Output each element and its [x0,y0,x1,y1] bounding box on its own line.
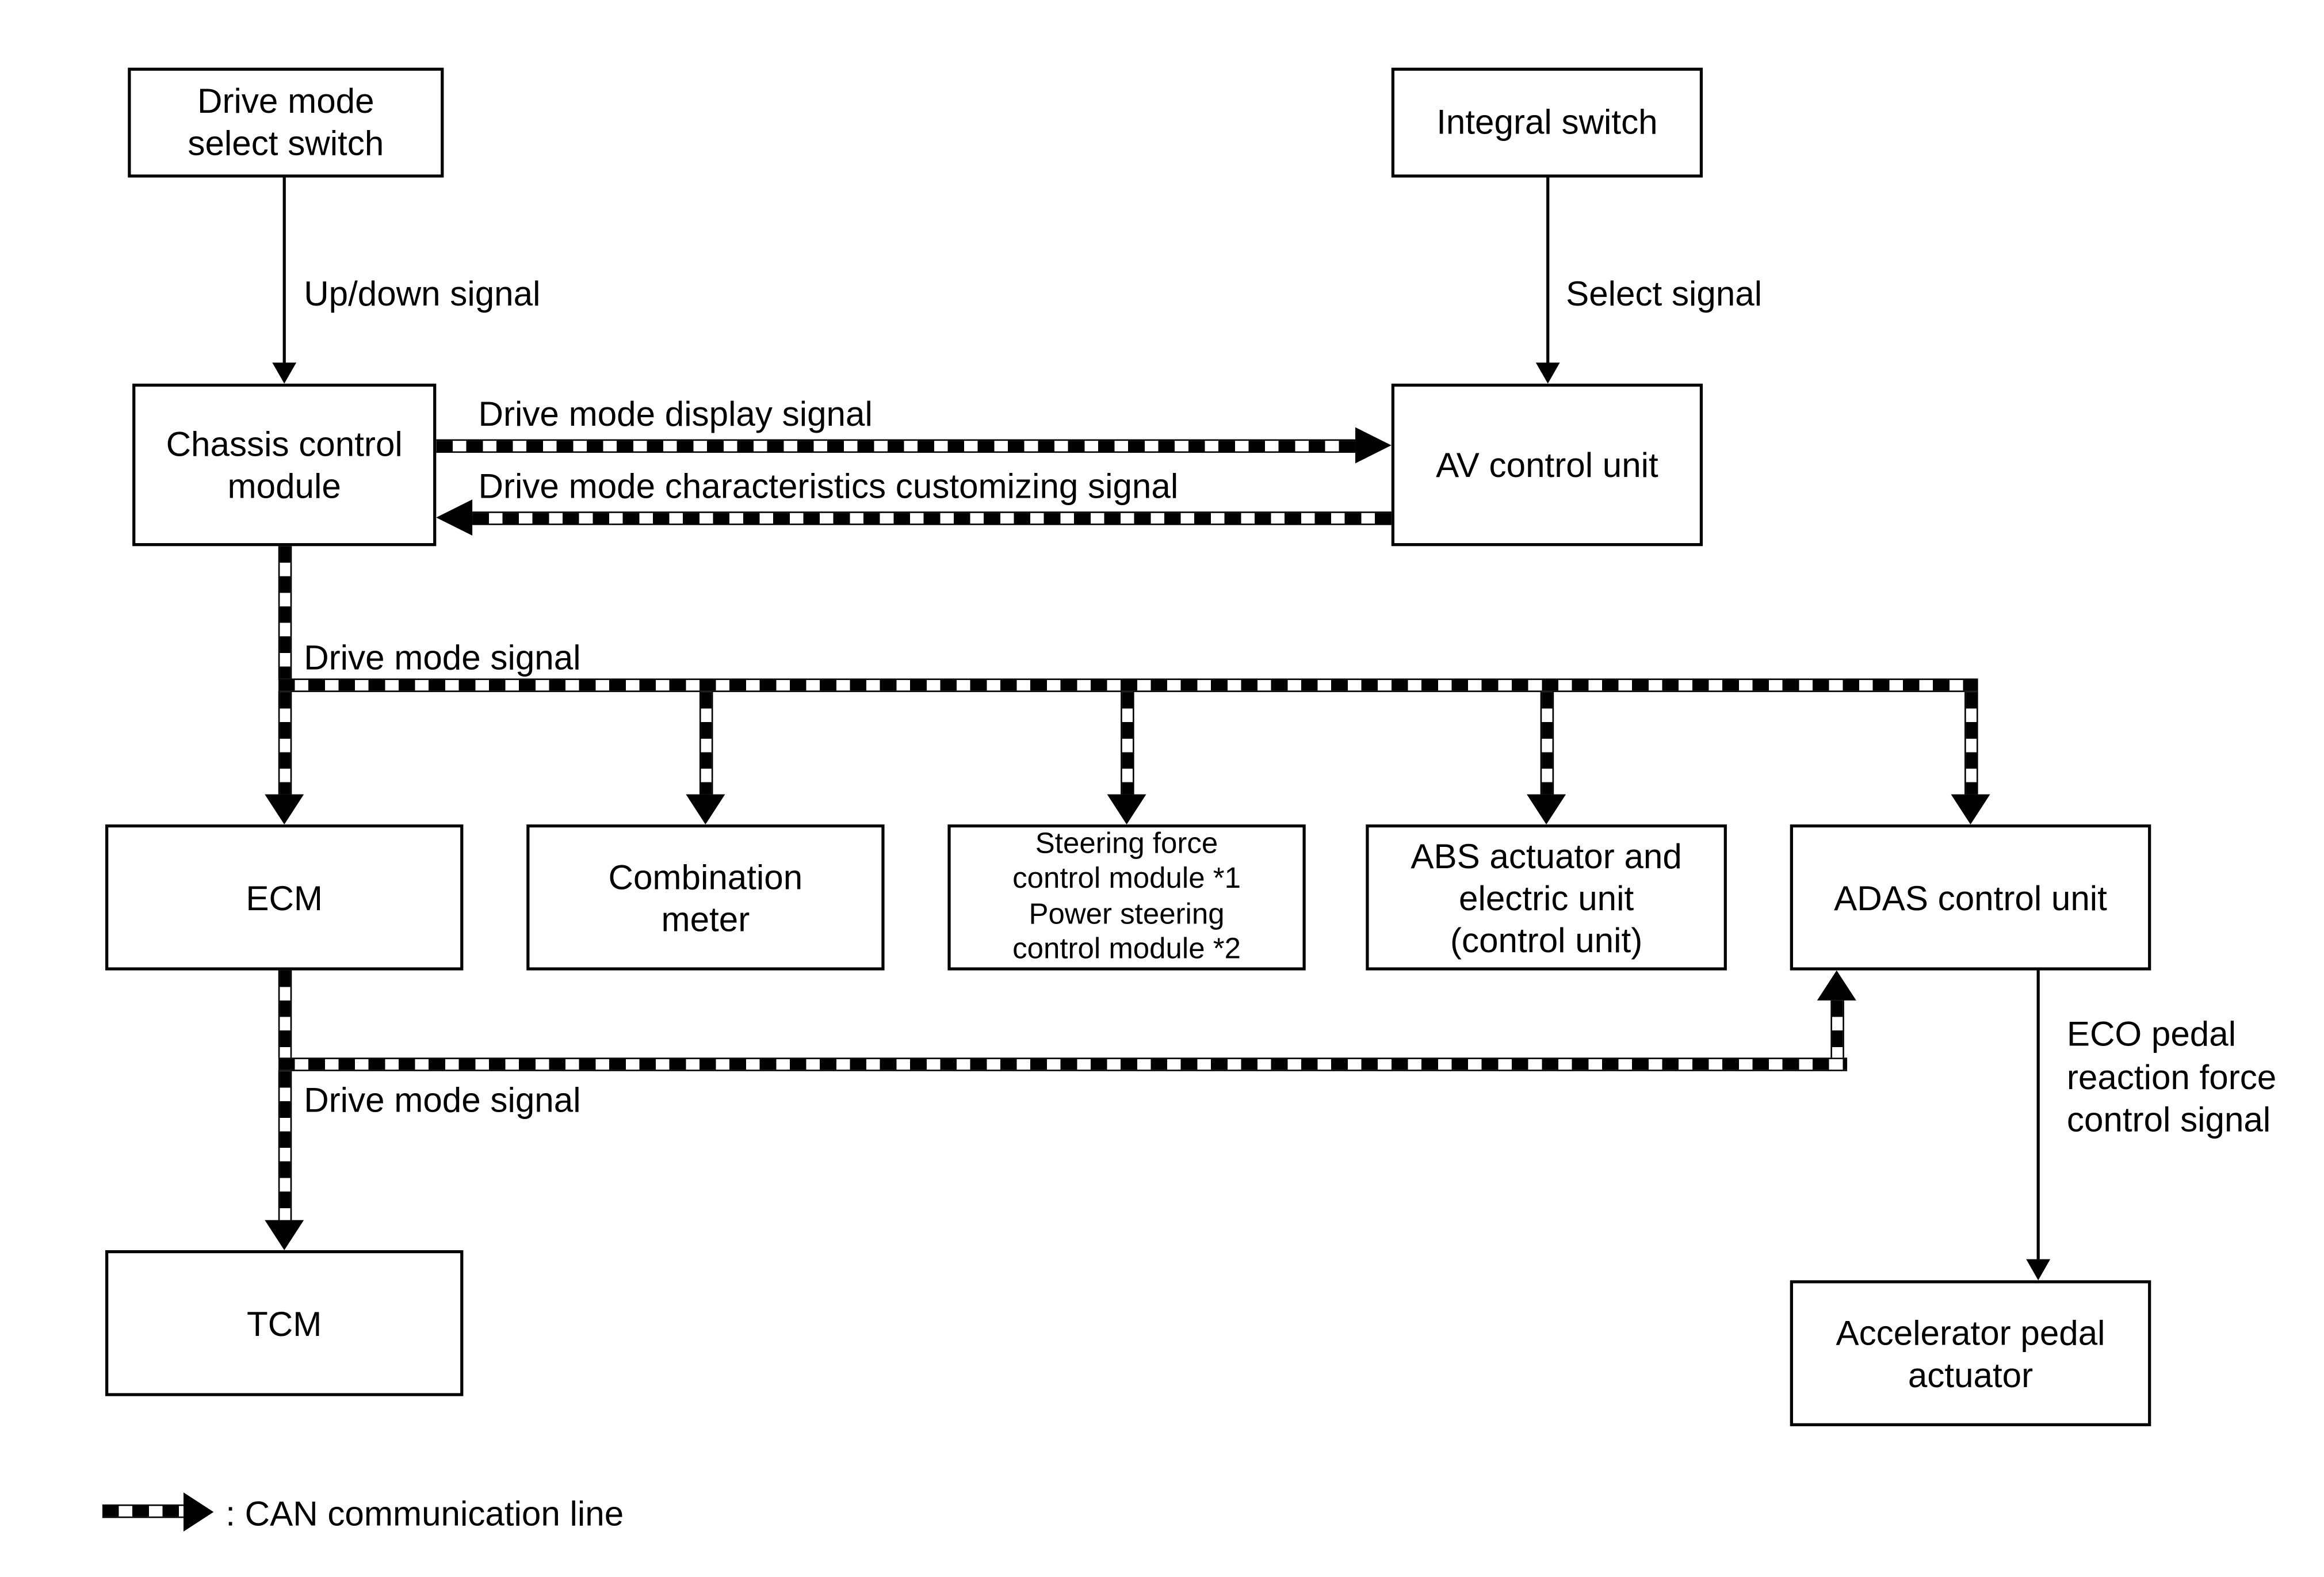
can-drop-abs-arrowhead-icon [1527,794,1566,824]
can-line-chassis-drop [277,546,291,679]
select-signal-arrowhead-icon [1535,362,1560,384]
label-drive-mode-display-signal: Drive mode display signal [478,394,873,434]
drive-mode-characteristics-arrowhead-icon [436,498,473,535]
can-drop-ecm [277,692,291,795]
eco-pedal-signal-line [2036,970,2040,1259]
can-line-ecm-down-upper [277,970,291,1058]
box-av-control-unit: AV control unit [1391,383,1703,547]
can-adas-bottom-arrowhead-icon [1817,970,1856,1001]
box-accelerator-pedal-actuator: Accelerator pedal actuator [1790,1280,2151,1426]
label-drive-mode-signal-bus: Drive mode signal [304,637,581,677]
box-adas-control-unit: ADAS control unit [1790,824,2151,971]
can-drop-combination-meter-arrowhead-icon [686,794,725,824]
box-drive-mode-select-switch: Drive mode select switch [128,67,444,177]
can-drop-steering [1119,692,1134,795]
box-steering-force-power-steering: Steering force control module *1 Power s… [947,824,1306,971]
drive-mode-display-arrowhead-icon [1355,426,1392,463]
label-select-signal: Select signal [1566,273,1763,313]
legend-can-arrowhead-icon [184,1491,214,1531]
label-drive-mode-signal-ecm: Drive mode signal [304,1080,581,1120]
box-ecm: ECM [105,824,464,971]
can-line-drive-mode-characteristics [472,510,1392,525]
legend-can-line-sample [102,1504,184,1518]
label-drive-mode-characteristics-signal: Drive mode characteristics customizing s… [478,466,1179,506]
eco-pedal-signal-arrowhead-icon [2026,1259,2051,1281]
box-chassis-control-module: Chassis control module [132,383,437,547]
can-drop-adas [1963,692,1978,795]
can-line-ecm-down-lower [277,1071,291,1220]
box-tcm: TCM [105,1250,464,1396]
up-down-signal-arrowhead-icon [272,362,297,384]
label-up-down-signal: Up/down signal [304,273,541,313]
up-down-signal-line [282,177,286,364]
can-drop-combination-meter [698,692,713,795]
select-signal-line [1546,177,1550,364]
box-integral-switch: Integral switch [1391,67,1703,177]
can-drop-abs [1539,692,1553,795]
can-drop-ecm-arrowhead-icon [265,794,304,824]
can-drop-steering-arrowhead-icon [1107,794,1146,824]
box-combination-meter: Combination meter [526,824,885,971]
can-drop-adas-arrowhead-icon [1951,794,1990,824]
can-tcm-arrowhead-icon [265,1220,304,1250]
can-line-drive-mode-bus [277,678,1978,692]
can-line-branch-up [1830,1000,1844,1058]
box-abs-actuator: ABS actuator and electric unit (control … [1366,824,1727,971]
can-line-drive-mode-display [436,438,1356,452]
legend-can-label: : CAN communication line [225,1494,624,1533]
can-line-ecm-adas-branch [277,1057,1847,1071]
label-eco-pedal-signal: ECO pedal reaction force control signal [2066,1014,2277,1139]
